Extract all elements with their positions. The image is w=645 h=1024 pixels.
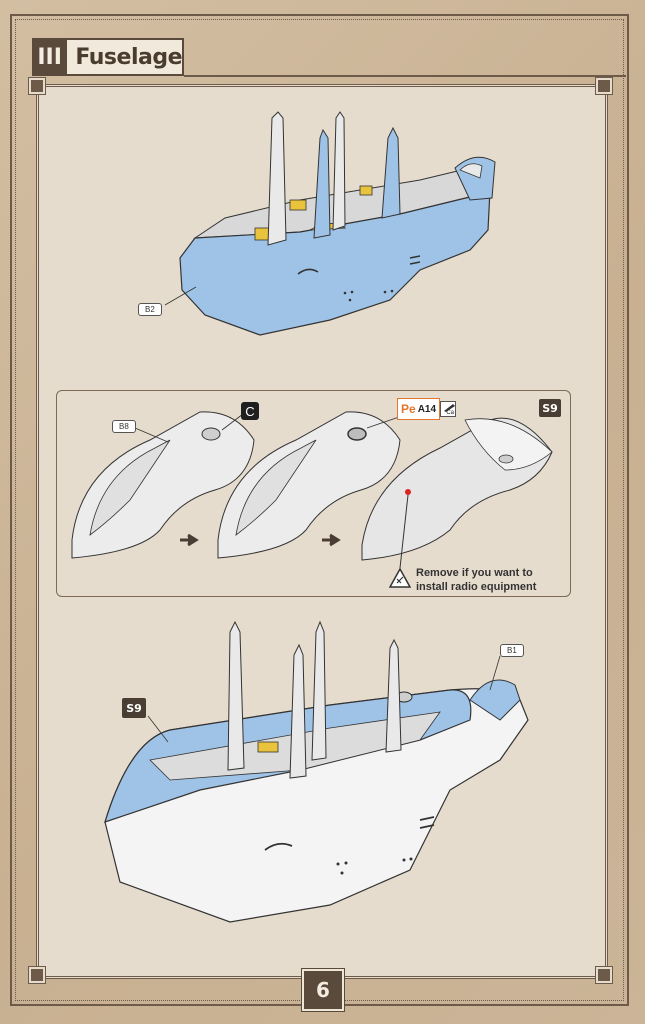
- header-rule: [184, 75, 626, 77]
- cut-icon-label: Ca: [446, 410, 454, 416]
- section-header: III Fuselage: [32, 38, 184, 76]
- step-box-panel: [56, 390, 571, 597]
- removal-marker: [405, 489, 411, 495]
- photo-etch-label: Pe A14: [397, 398, 441, 420]
- photo-etch-part: A14: [417, 403, 437, 415]
- corner-ornament: [595, 77, 613, 95]
- corner-ornament: [28, 966, 46, 984]
- fuselage-half-step1: [164, 111, 496, 336]
- color-code-badge: C: [241, 402, 259, 420]
- fuselage-complete-step3: [104, 620, 529, 923]
- panel-part-b8-assembled: [361, 417, 553, 569]
- paint-badge: S9: [539, 399, 561, 417]
- paint-badge: S9: [122, 698, 146, 718]
- page-number: 6: [302, 969, 344, 1011]
- photo-etch-prefix: Pe: [401, 402, 416, 416]
- arrow-icon: [180, 533, 199, 547]
- section-title: Fuselage: [67, 38, 184, 76]
- corner-ornament: [28, 77, 46, 95]
- part-callout-b8: B8: [112, 420, 136, 433]
- corner-ornament: [595, 966, 613, 984]
- part-callout-b2: B2: [138, 303, 162, 316]
- part-callout-b1: B1: [500, 644, 524, 657]
- cut-icon: Ca: [440, 401, 456, 417]
- panel-part-b8: [71, 411, 255, 559]
- panel-part-b8-with-etch: [217, 411, 403, 559]
- removal-note: Remove if you want to install radio equi…: [416, 567, 537, 593]
- arrow-icon: [322, 533, 341, 547]
- section-number: III: [32, 38, 68, 76]
- warning-icon: [389, 568, 411, 588]
